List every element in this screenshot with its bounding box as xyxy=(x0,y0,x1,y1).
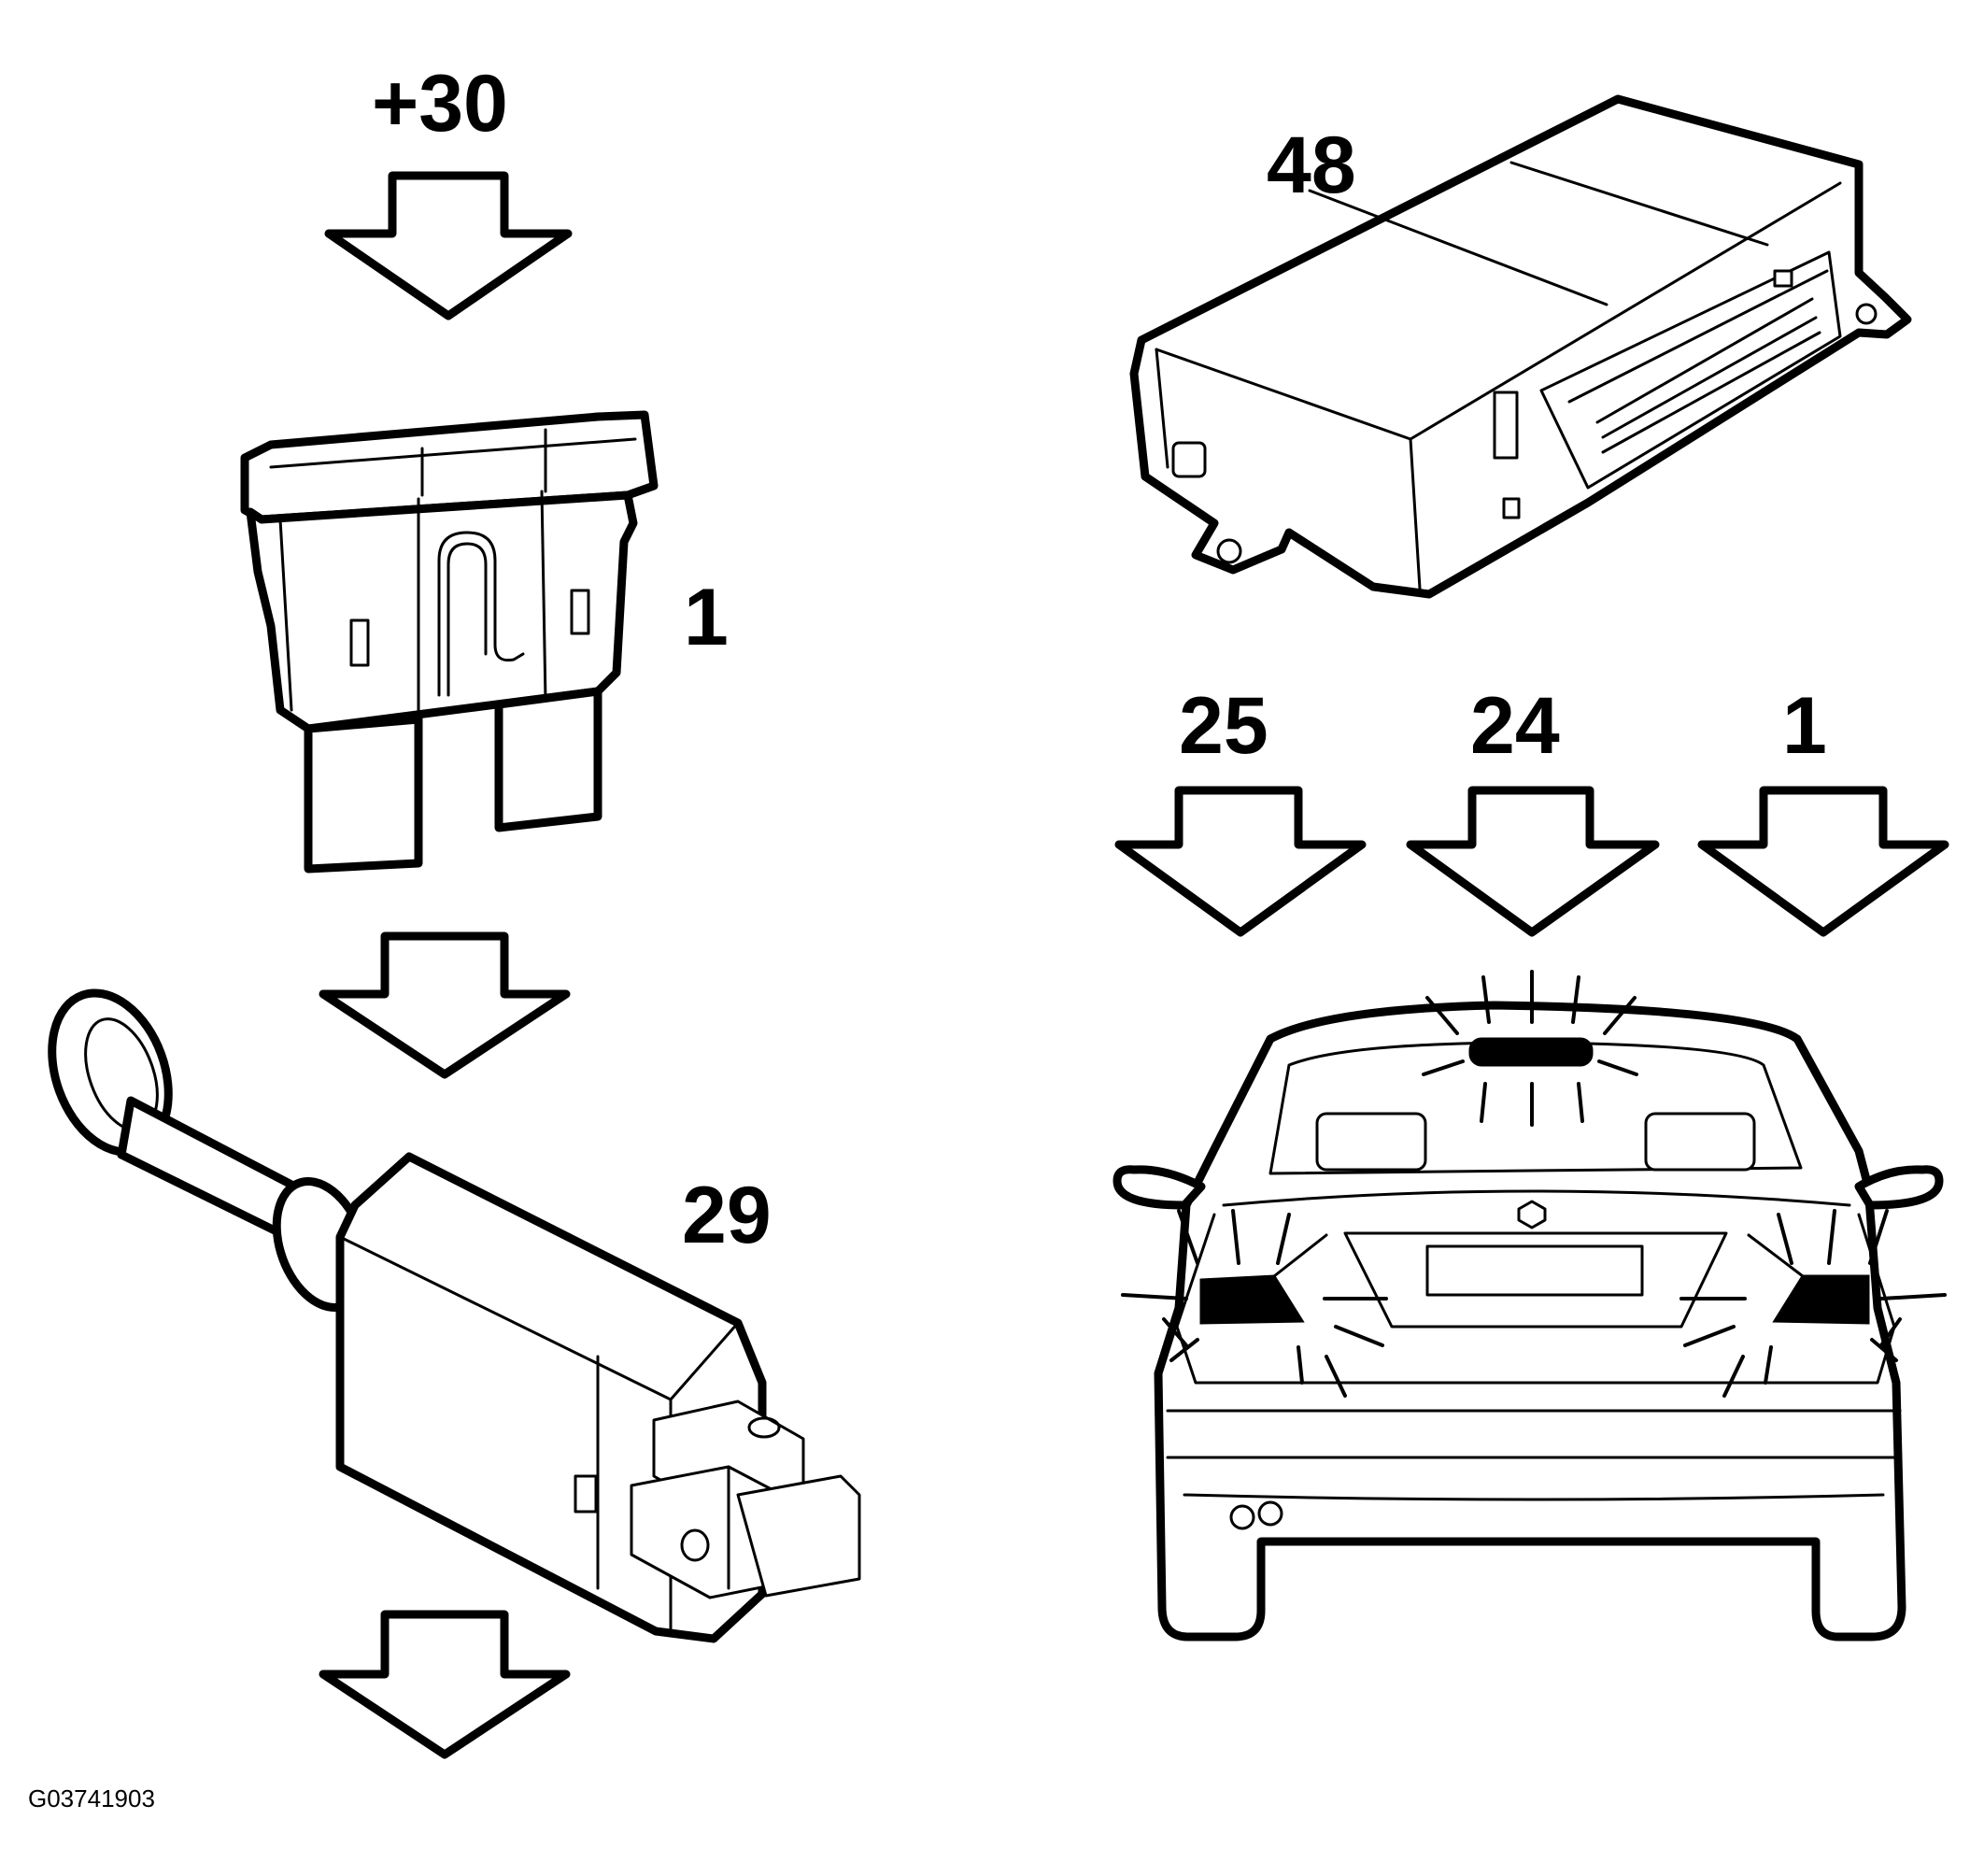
label-switch: 29 xyxy=(682,1171,772,1260)
label-arrow-24: 24 xyxy=(1470,681,1560,771)
down-arrow-icon xyxy=(319,1610,571,1759)
label-supply: +30 xyxy=(372,59,508,149)
down-arrow-icon xyxy=(319,931,571,1079)
fuse-icon xyxy=(240,410,659,874)
brake-light-switch-icon xyxy=(48,988,861,1643)
label-fuse: 1 xyxy=(684,573,729,662)
car-rear-icon xyxy=(1112,970,1947,1642)
control-module-icon xyxy=(1129,94,1912,599)
down-arrow-icon xyxy=(1697,786,1949,937)
label-arrow-1: 1 xyxy=(1782,681,1827,771)
label-module: 48 xyxy=(1267,121,1356,210)
down-arrow-icon xyxy=(1114,786,1367,937)
label-arrow-25: 25 xyxy=(1179,681,1268,771)
light-rays xyxy=(1121,970,1947,1398)
down-arrow-icon xyxy=(1406,786,1660,937)
down-arrow-icon xyxy=(324,171,573,320)
reference-code: G03741903 xyxy=(28,1784,155,1812)
